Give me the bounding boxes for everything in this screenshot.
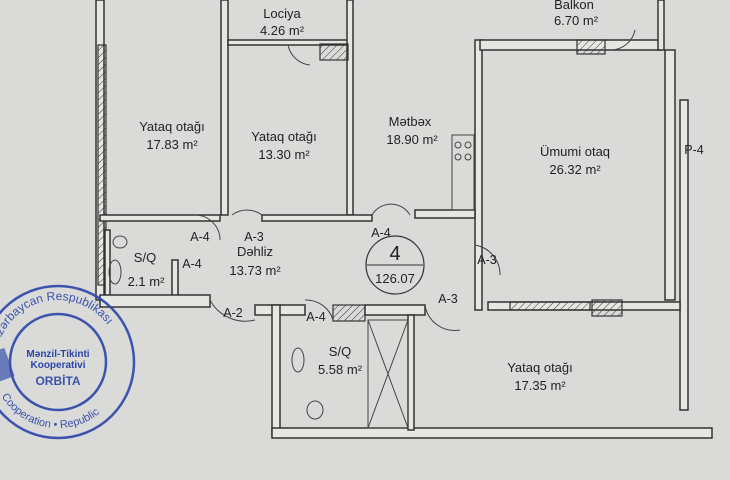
stamp-name: ORBİTA — [35, 373, 80, 388]
tag-a2: A-2 — [223, 306, 243, 320]
tag-a4-left: A-4 — [190, 230, 210, 244]
stamp-inner-text: Mənzil-Tikinti Kooperativi — [26, 349, 90, 371]
room-name-bedroom3: Yataq otağı — [507, 360, 573, 375]
doors — [194, 29, 636, 331]
room-name-hall: Dəhliz — [237, 244, 273, 259]
room-area-bath1: 2.1 m² — [128, 274, 166, 289]
room-area-balkon: 6.70 m² — [554, 13, 599, 28]
room-area-bedroom3: 17.35 m² — [514, 378, 566, 393]
room-name-balkon: Balkon — [554, 0, 594, 12]
tag-a4-bath2: A-4 — [306, 310, 326, 324]
room-area-bedroom1: 17.83 m² — [146, 137, 198, 152]
walls — [95, 0, 713, 439]
tag-a3-hall: A-3 — [244, 230, 264, 244]
tag-a4-bath1: A-4 — [182, 257, 202, 271]
room-name-bath2: S/Q — [329, 344, 351, 359]
apartment-number: 4 — [389, 243, 400, 265]
room-name-bedroom1: Yataq otağı — [139, 119, 205, 134]
room-name-living: Ümumi otaq — [540, 144, 610, 159]
stamp-building-icon — [0, 347, 15, 383]
room-area-living: 26.32 m² — [549, 162, 601, 177]
tag-p4: P-4 — [684, 143, 704, 157]
apartment-badge: 4 126.07 — [365, 235, 425, 295]
apartment-total-area: 126.07 — [375, 271, 415, 286]
tag-a3-bedroom3: A-3 — [438, 292, 458, 306]
room-name-bath1: S/Q — [134, 250, 156, 265]
room-area-lociya: 4.26 m² — [260, 23, 305, 38]
tag-a3-living: A-3 — [477, 253, 497, 267]
room-name-bedroom2: Yataq otağı — [251, 129, 317, 144]
tag-a4-kitchen: A-4 — [371, 226, 391, 240]
room-area-bedroom2: 13.30 m² — [258, 147, 310, 162]
room-area-kitchen: 18.90 m² — [386, 132, 438, 147]
room-name-kitchen: Mətbəx — [389, 114, 432, 129]
room-name-lociya: Lociya — [263, 6, 301, 21]
room-area-hall: 13.73 m² — [229, 263, 281, 278]
room-area-bath2: 5.58 m² — [318, 362, 363, 377]
